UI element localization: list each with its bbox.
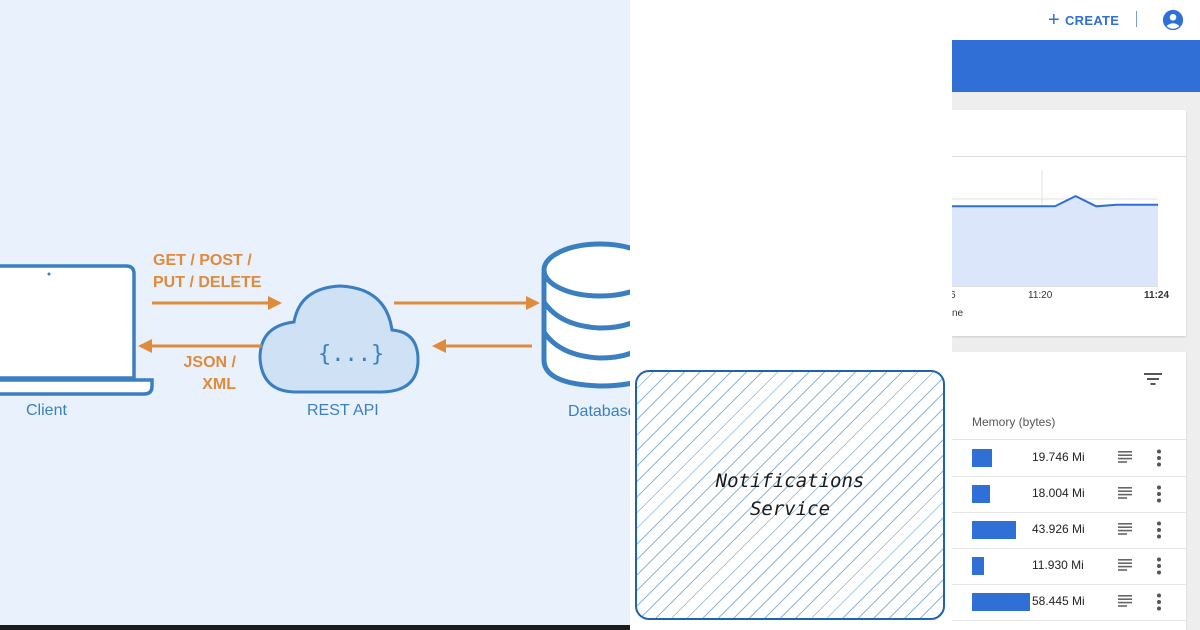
- response-formats-label: JSON / XML: [180, 352, 236, 396]
- logs-icon[interactable]: [1118, 595, 1132, 607]
- more-vert-icon[interactable]: [1156, 521, 1162, 539]
- response-arrow: [138, 339, 262, 353]
- header-band: [952, 40, 1200, 92]
- x-tick-1124: 11:24: [1144, 290, 1170, 301]
- create-button[interactable]: + CREATE: [1048, 9, 1119, 31]
- filter-list-icon[interactable]: [1144, 372, 1162, 386]
- client-label: Client: [26, 402, 67, 419]
- request-methods-label: GET / POST / PUT / DELETE: [153, 250, 261, 294]
- usage-chart: [952, 170, 1158, 287]
- middle-panel: Notifications Service: [630, 0, 952, 630]
- chart-card: 6 11:20 11:24 ne: [952, 110, 1186, 336]
- plus-icon: +: [1048, 9, 1060, 31]
- memory-value: 43.926 Mi: [1032, 522, 1085, 536]
- more-vert-icon[interactable]: [1156, 449, 1162, 467]
- header-divider: [952, 439, 1186, 440]
- more-vert-icon[interactable]: [1156, 485, 1162, 503]
- db-request-arrow: [394, 296, 540, 310]
- api-glyph: {...}: [318, 342, 385, 367]
- create-label: CREATE: [1064, 12, 1120, 28]
- dashboard-panel: + CREATE 6 11:20 11:24 ne Memory (bytes): [952, 0, 1200, 630]
- request-methods-line2: PUT / DELETE: [153, 274, 262, 291]
- x-tick-partial: 6: [952, 290, 956, 301]
- table-row[interactable]: 18.004 Mi: [952, 476, 1186, 513]
- diagram-graphics: [0, 241, 630, 396]
- card-divider: [952, 156, 1186, 157]
- bottom-dark-strip: [0, 625, 630, 630]
- memory-bar: [972, 449, 992, 467]
- table-row[interactable]: 19.746 Mi: [952, 440, 1186, 477]
- memory-bar: [972, 521, 1016, 539]
- request-methods-line1: GET / POST /: [153, 252, 252, 269]
- logs-icon[interactable]: [1118, 523, 1132, 535]
- memory-value: 19.746 Mi: [1032, 450, 1085, 464]
- memory-column-header: Memory (bytes): [972, 415, 1056, 429]
- more-vert-icon[interactable]: [1156, 593, 1162, 611]
- account-circle-icon[interactable]: [1162, 9, 1184, 31]
- pods-table-card: Memory (bytes) 19.746 Mi 18.004 Mi 43.926 …: [952, 352, 1186, 630]
- table-row[interactable]: 43.926 Mi: [952, 512, 1186, 549]
- rest-api-diagram: {...} GET / POST / PUT / DELETE JSON / X…: [0, 0, 630, 630]
- rest-api-label: REST API: [307, 402, 379, 419]
- db-response-arrow: [432, 339, 532, 353]
- top-bar: + CREATE: [952, 0, 1200, 40]
- response-formats-line2: XML: [202, 376, 236, 393]
- memory-value: 18.004 Mi: [1032, 486, 1085, 500]
- chart-series-line: [952, 194, 1158, 208]
- table-row[interactable]: 11.930 Mi: [952, 548, 1186, 585]
- notifications-service-box: Notifications Service: [635, 370, 945, 620]
- memory-value: 11.930 Mi: [1032, 558, 1084, 572]
- database-icon: [541, 241, 630, 389]
- logs-icon[interactable]: [1118, 451, 1132, 463]
- memory-value: 58.445 Mi: [1032, 594, 1085, 608]
- notifications-service-label: Notifications Service: [716, 467, 865, 523]
- database-label: Database: [568, 403, 630, 420]
- logs-icon[interactable]: [1118, 487, 1132, 499]
- logs-icon[interactable]: [1118, 559, 1132, 571]
- memory-bar: [972, 593, 1030, 611]
- memory-bar: [972, 485, 990, 503]
- x-tick-1120: 11:20: [1028, 290, 1053, 301]
- request-arrow: [152, 296, 282, 310]
- more-vert-icon[interactable]: [1156, 557, 1162, 575]
- notifications-line2: Service: [749, 498, 831, 520]
- cloud-icon: [258, 284, 420, 394]
- topbar-divider: [1136, 11, 1137, 27]
- chart-area-fill: [952, 196, 1158, 286]
- notifications-line1: Notifications: [715, 470, 865, 492]
- memory-bar: [972, 557, 984, 575]
- laptop-icon: [0, 264, 154, 396]
- axis-label-fragment: ne: [952, 308, 964, 319]
- response-formats-line1: JSON /: [183, 354, 236, 371]
- table-row[interactable]: 58.445 Mi: [952, 584, 1186, 621]
